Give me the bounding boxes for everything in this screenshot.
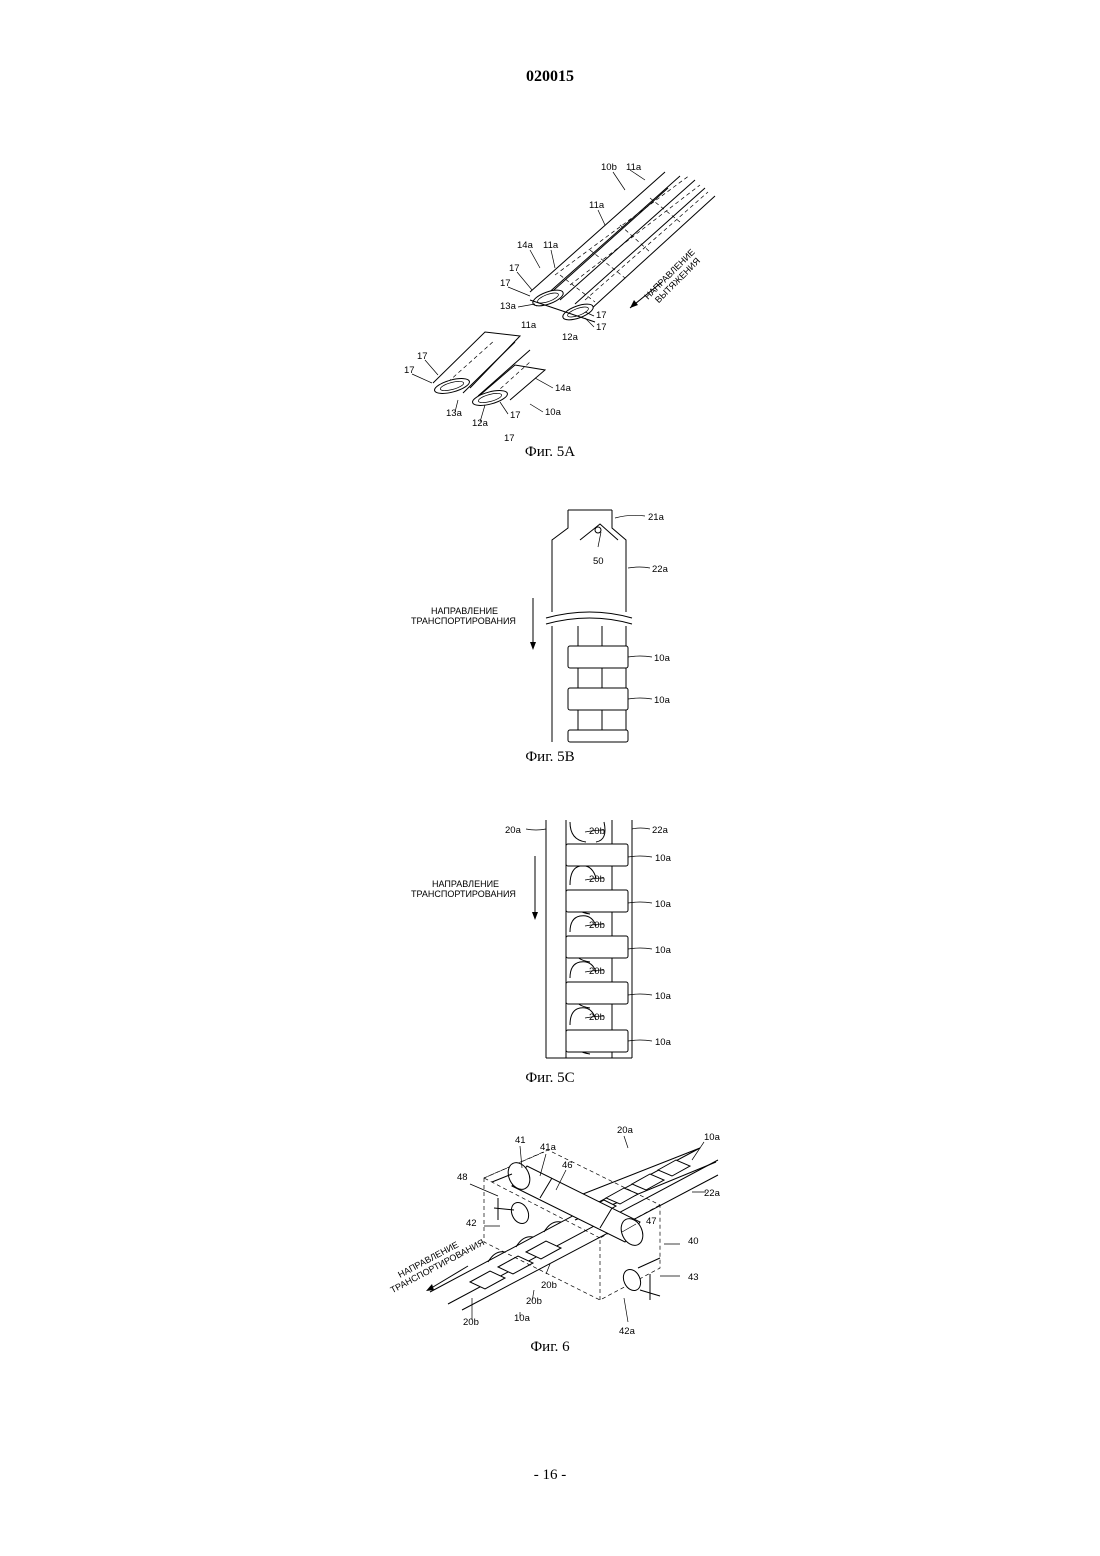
label-22a: 22a	[704, 1188, 721, 1199]
label-20b: 20b	[541, 1280, 557, 1291]
figure-6-labels: 41 41a 20a 10a 48 46 22a 42 47 40 43 20b…	[457, 1125, 721, 1337]
label-41: 41	[515, 1135, 526, 1146]
label-40: 40	[688, 1236, 699, 1247]
label-47: 47	[646, 1216, 657, 1227]
label-20b: 20b	[463, 1317, 479, 1328]
label-41a: 41a	[540, 1142, 557, 1153]
label-46: 46	[562, 1160, 573, 1171]
label-10a: 10a	[704, 1132, 721, 1143]
label-20a: 20a	[617, 1125, 634, 1136]
label-48: 48	[457, 1172, 468, 1183]
page-number: - 16 -	[0, 1467, 1100, 1484]
label-20b: 20b	[526, 1296, 542, 1307]
label-42: 42	[466, 1218, 477, 1229]
figure-6-drawing: НАПРАВЛЕНИЕ ТРАНСПОРТИРОВАНИЯ 41 41a 20a…	[0, 0, 1100, 1360]
figure-6-caption: Фиг. 6	[0, 1339, 1100, 1356]
direction-label-line2: ТРАНСПОРТИРОВАНИЯ	[389, 1237, 486, 1295]
label-43: 43	[688, 1272, 699, 1283]
label-10a: 10a	[514, 1313, 531, 1324]
label-42a: 42a	[619, 1326, 636, 1337]
